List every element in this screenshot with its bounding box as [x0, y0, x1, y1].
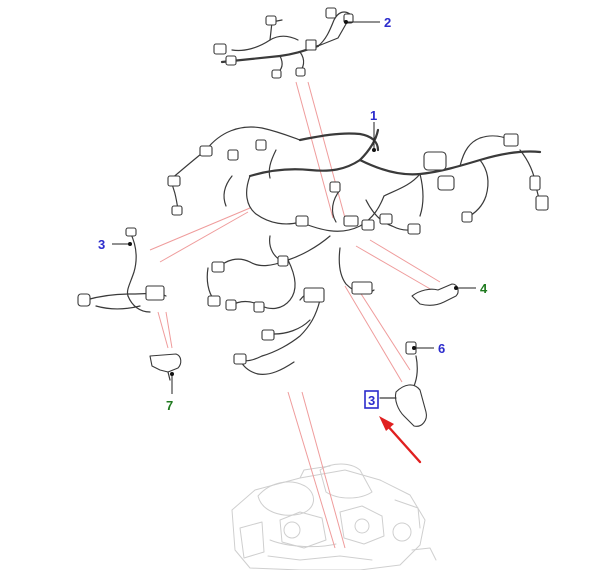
- projection-line: [307, 81, 346, 219]
- projection-line: [149, 207, 251, 251]
- callout-label-4: 4: [480, 281, 488, 296]
- callout-label-3-right: 3: [368, 393, 375, 408]
- callout-3-highlight-box: [364, 390, 379, 409]
- callout-label-6: 6: [438, 341, 445, 356]
- projection-line: [355, 285, 411, 371]
- projection-line: [301, 391, 346, 549]
- projection-line: [369, 239, 441, 283]
- callout-label-7: 7: [166, 398, 173, 413]
- engine-block-illustration: [231, 463, 437, 570]
- projection-line: [355, 245, 433, 291]
- bracket-part-7: [149, 353, 182, 381]
- callout-label-2: 2: [384, 15, 391, 30]
- main-harness-part-1: [167, 126, 549, 375]
- harness-part-3-left: [77, 227, 167, 313]
- callout-label-3-left: 3: [98, 237, 105, 252]
- projection-lines: [149, 81, 441, 549]
- sensor-bracket-part-3-right: [379, 355, 427, 427]
- callout-labels: 1 2 3 3 4 6 7: [98, 15, 488, 413]
- projection-line: [295, 81, 334, 219]
- red-pointer-arrow: [379, 416, 422, 464]
- projection-line: [165, 311, 173, 349]
- projection-line: [287, 391, 336, 549]
- sub-harness-part-2: [213, 7, 354, 79]
- projection-line: [157, 311, 169, 349]
- bracket-part-4: [411, 283, 459, 306]
- callout-leaders: [112, 20, 476, 394]
- projection-line: [344, 285, 403, 383]
- projection-line: [159, 211, 249, 263]
- callout-label-1: 1: [370, 108, 377, 123]
